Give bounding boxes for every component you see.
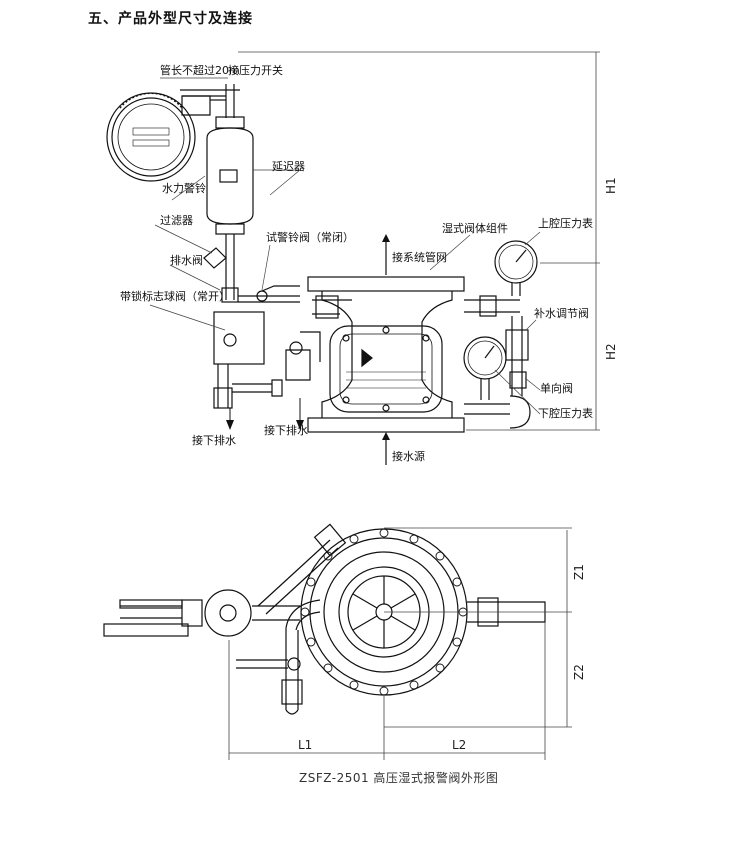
label-lock-ball-valve: 带锁标志球阀（常开） [120,290,230,303]
label-test-bell-valve: 试警铃阀（常闭） [266,231,354,244]
dimension-h1: H1 [604,177,618,194]
label-wet-valve-assembly: 湿式阀体组件 [442,222,508,235]
dimension-l2: L2 [452,738,467,752]
water-gong-icon [106,92,196,182]
label-lower-gauge: 下腔压力表 [538,407,593,420]
dimension-z1: Z1 [572,564,586,580]
label-water-source: 接水源 [392,450,425,463]
label-drain-valve: 排水阀 [170,254,203,267]
top-view [103,523,546,715]
label-check-valve: 单向阀 [540,382,573,395]
dimension-l1: L1 [298,738,313,752]
dimension-z2: Z2 [572,664,586,680]
alarm-valve-body [307,276,465,433]
label-water-gong: 水力警铃 [162,182,206,195]
label-system-pipe: 接系统管网 [392,251,447,264]
label-delay-chamber: 延迟器 [272,160,305,173]
label-down-drain-mid: 接下排水 [264,424,308,437]
figure-caption: ZSFZ-2501 高压湿式报警阀外形图 [299,771,499,785]
label-pipe-length: 管长不超过20m [160,64,240,77]
label-pressure-switch: 接压力开关 [228,64,283,77]
label-makeup-valve: 补水调节阀 [534,307,589,320]
section-heading: 五、产品外型尺寸及连接 [88,11,253,27]
label-strainer: 过滤器 [160,214,193,227]
label-down-drain-left: 接下排水 [192,434,236,447]
label-upper-gauge: 上腔压力表 [538,217,593,230]
delay-chamber [206,116,254,235]
dimension-h2: H2 [604,343,618,360]
